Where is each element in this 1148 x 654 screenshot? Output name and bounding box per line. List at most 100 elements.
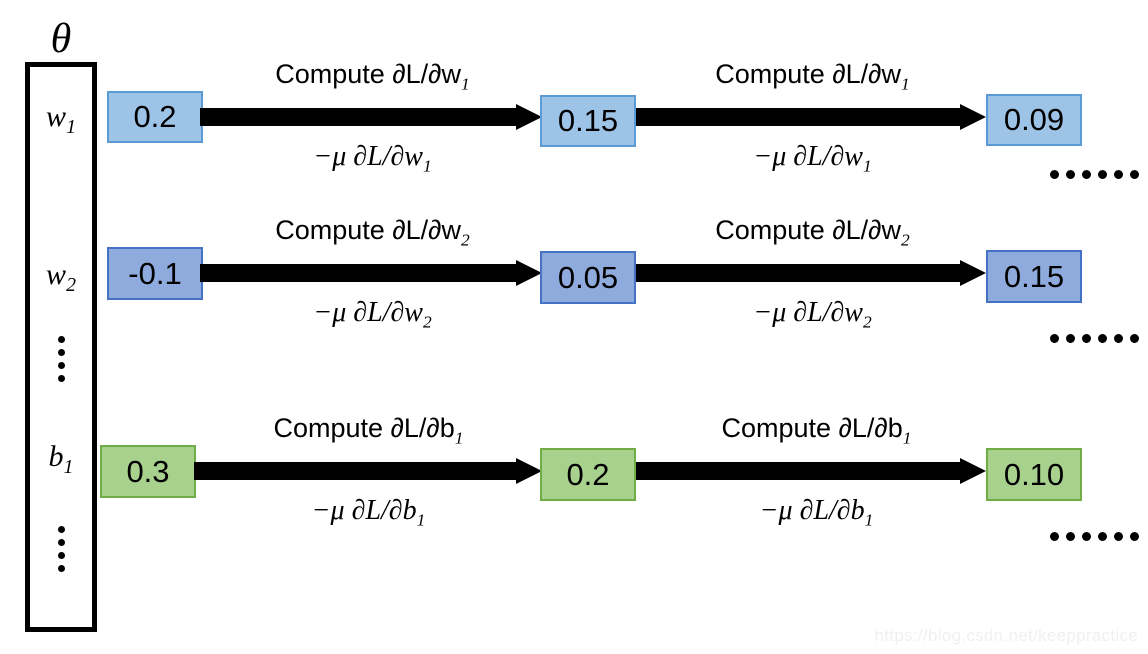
dot [1050,532,1059,541]
param-label-w2: w2 [25,258,97,297]
dot [1066,532,1075,541]
formula-text: −μ ∂L/∂w [313,297,423,328]
dot [1114,170,1123,179]
formula-text: −μ ∂L/∂w [753,141,863,172]
value-box-w2-2: 0.15 [986,250,1082,303]
update-arrow-b1-step2 [636,458,986,484]
formula-bottom-w2-step2: −μ ∂L/∂w2 [640,297,985,339]
value-box-w1-0: 0.2 [107,91,203,143]
formula-top-w2-step1: Compute ∂L/∂w2 [200,214,545,257]
dot [1130,170,1139,179]
dot [1050,170,1059,179]
arrow-head [960,458,986,484]
formula-text: −μ ∂L/∂b [311,495,417,526]
formula-top-w2-step2: Compute ∂L/∂w2 [640,214,985,257]
formula-top-w1-step2: Compute ∂L/∂w1 [640,58,985,101]
param-label-w1-base: w [46,100,67,133]
param-label-b1-sub: 1 [63,456,74,478]
formula-bottom-w2-step1: −μ ∂L/∂w2 [200,297,545,339]
formula-sub: 2 [422,312,432,332]
formula-bottom-w1-step2: −μ ∂L/∂w1 [640,141,985,183]
arrow-shaft [194,462,518,480]
theta-vector-box [25,62,97,632]
formula-top-b1-step1: Compute ∂L/∂b1 [196,412,541,455]
formula-text: −μ ∂L/∂b [759,495,865,526]
param-label-w1-sub: 1 [66,116,76,138]
arrow-head [516,260,542,286]
arrow-head [516,104,542,130]
formula-text: Compute ∂L/∂w [275,215,462,245]
dot [1082,532,1091,541]
row-ellipsis-b1 [1050,532,1139,541]
dot [1066,334,1075,343]
row-ellipsis-w2 [1050,334,1139,343]
formula-text: Compute ∂L/∂w [275,59,462,89]
dot [1066,170,1075,179]
row-ellipsis-w1 [1050,170,1139,179]
update-arrow-w2-step1 [200,260,542,286]
formula-text: Compute ∂L/∂w [715,215,902,245]
dot [57,526,65,533]
dot [1082,170,1091,179]
update-arrow-b1-step1 [194,458,542,484]
formula-text: Compute ∂L/∂b [721,413,903,443]
param-label-w2-sub: 2 [66,274,76,296]
arrow-shaft [200,108,518,126]
formula-sub: 2 [461,230,470,250]
value-box-w2-0: -0.1 [107,247,203,300]
param-label-b1-base: b [48,440,64,473]
dot [57,336,65,343]
dot [57,362,65,369]
dot [1130,334,1139,343]
dot [1114,334,1123,343]
update-arrow-w1-step1 [200,104,542,130]
formula-sub: 1 [862,156,872,176]
formula-sub: 1 [461,74,470,94]
arrow-head [516,458,542,484]
dot [1098,532,1107,541]
value-box-b1-0: 0.3 [100,445,196,498]
param-label-w2-base: w [46,258,67,291]
param-label-w1: w1 [25,100,97,139]
arrow-head [960,260,986,286]
vertical-ellipsis-upper [25,330,97,382]
value-box-w2-1: 0.05 [540,251,636,304]
formula-text: Compute ∂L/∂b [273,413,455,443]
update-arrow-w1-step2 [636,104,986,130]
formula-bottom-b1-step1: −μ ∂L/∂b1 [196,495,541,537]
watermark-text: https://blog.csdn.net/keeppractice [874,626,1138,645]
dot [57,565,65,572]
arrow-shaft [636,462,962,480]
arrow-shaft [636,108,962,126]
formula-sub: 1 [422,156,432,176]
arrow-shaft [636,264,962,282]
dot [57,552,65,559]
update-arrow-w2-step2 [636,260,986,286]
formula-sub: 1 [902,428,912,448]
param-label-b1: b1 [25,440,97,479]
formula-text: −μ ∂L/∂w [313,141,423,172]
value-box-w1-2: 0.09 [986,94,1082,146]
formula-sub: 1 [416,510,426,530]
theta-symbol: θ [50,16,72,62]
arrow-head [960,104,986,130]
dot [57,349,65,356]
formula-sub: 1 [901,74,910,94]
value-box-b1-1: 0.2 [540,448,636,501]
formula-bottom-b1-step2: −μ ∂L/∂b1 [644,495,989,537]
vertical-ellipsis-lower [25,520,97,572]
formula-top-b1-step2: Compute ∂L/∂b1 [644,412,989,455]
formula-sub: 2 [901,230,910,250]
value-box-b1-2: 0.10 [986,448,1082,501]
dot [1130,532,1139,541]
dot [1082,334,1091,343]
formula-text: Compute ∂L/∂w [715,59,902,89]
formula-top-w1-step1: Compute ∂L/∂w1 [200,58,545,101]
arrow-shaft [200,264,518,282]
dot [1050,334,1059,343]
formula-bottom-w1-step1: −μ ∂L/∂w1 [200,141,545,183]
dot [57,375,65,382]
dot [1098,334,1107,343]
formula-sub: 1 [864,510,874,530]
